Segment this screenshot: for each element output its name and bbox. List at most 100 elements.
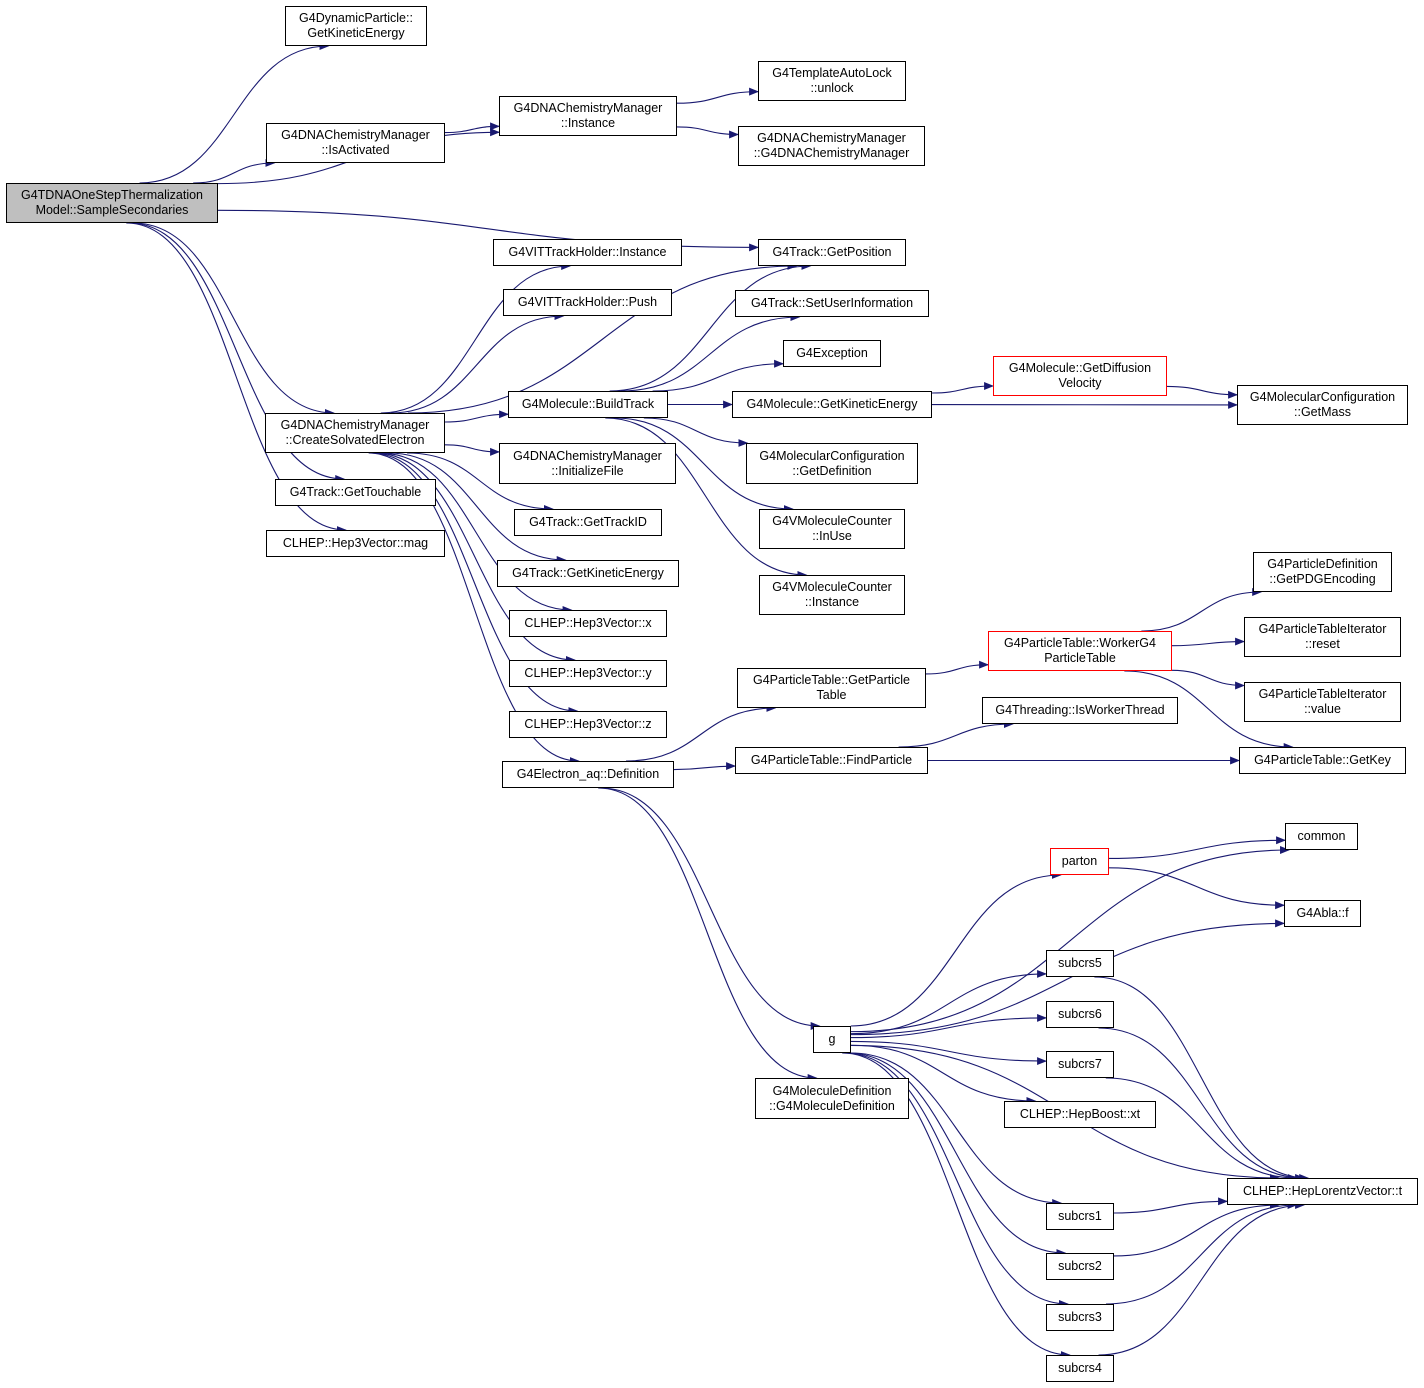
node-label: G4Abla::f (1296, 906, 1349, 920)
node-label: G4DNAChemistryManager (757, 131, 906, 145)
node-dynamicparticle-getkineticenergy[interactable]: G4DynamicParticle::GetKineticEnergy (285, 6, 427, 46)
node-label: ::GetPDGEncoding (1269, 572, 1376, 586)
node-label: G4ParticleDefinition (1267, 557, 1378, 571)
node-label: CLHEP::Hep3Vector::y (524, 666, 652, 680)
node-label: G4ParticleTable::WorkerG4 (1004, 636, 1156, 650)
edge-chem_isactivated-to-chem_instance (444, 122, 500, 134)
node-moleculedefinition-constructor[interactable]: G4MoleculeDefinition::G4MoleculeDefiniti… (755, 1078, 909, 1119)
node-molecularconfiguration-getdefinition[interactable]: G4MolecularConfiguration::GetDefinition (746, 443, 918, 484)
node-g4abla-f[interactable]: G4Abla::f (1284, 900, 1361, 927)
node-label: G4Molecule::GetDiffusion (1008, 361, 1152, 375)
edge-root-to-dyn_ke (139, 42, 330, 184)
node-hep3vector-z[interactable]: CLHEP::Hep3Vector::z (509, 711, 667, 738)
node-chemistrymanager-constructor[interactable]: G4DNAChemistryManager::G4DNAChemistryMan… (738, 126, 925, 166)
node-label: subcrs6 (1058, 1007, 1102, 1021)
node-track-gettrackid[interactable]: G4Track::GetTrackID (514, 509, 662, 536)
node-moleculecounter-inuse[interactable]: G4VMoleculeCounter::InUse (759, 509, 905, 549)
node-g4exception[interactable]: G4Exception (783, 340, 881, 367)
node-particledefinition-getpdgencoding[interactable]: G4ParticleDefinition::GetPDGEncoding (1253, 552, 1392, 592)
node-label: G4VMoleculeCounter (772, 514, 892, 528)
node-label: common (1297, 829, 1346, 843)
node-label: ::InitializeFile (551, 463, 624, 478)
node-label: G4DNAChemistryManager (280, 418, 430, 432)
node-label: CLHEP::HepLorentzVector::t (1242, 1184, 1403, 1198)
edge-mol_buildtrack-to-track_setuserinfo (620, 313, 801, 392)
edge-mol_buildtrack-to-molconf_getdef (643, 417, 749, 447)
edge-mol_buildtrack-to-g4exception (652, 359, 784, 392)
edge-g-to-hepboost_xt (850, 1044, 1037, 1105)
edge-mol_getdiffusion-to-molconf_getmass (1166, 385, 1238, 399)
edge-subcrs3-to-heplorentz_t (1105, 1201, 1298, 1305)
node-templateautolock-unlock[interactable]: G4TemplateAutoLock::unlock (758, 61, 906, 101)
node-heplorentzvector-t[interactable]: CLHEP::HepLorentzVector::t (1227, 1178, 1418, 1205)
node-chemistrymanager-instance[interactable]: G4DNAChemistryManager::Instance (499, 96, 677, 136)
edge-parton-to-g4abla_f (1108, 867, 1285, 910)
node-label: G4DynamicParticle:: (299, 11, 413, 25)
node-subcrs7[interactable]: subcrs7 (1046, 1051, 1114, 1078)
node-label: G4ParticleTable::GetParticle (752, 673, 910, 687)
node-label: G4Track::SetUserInformation (750, 296, 914, 310)
node-track-getkineticenergy[interactable]: G4Track::GetKineticEnergy (497, 560, 679, 587)
node-molecule-buildtrack[interactable]: G4Molecule::BuildTrack (508, 391, 668, 418)
node-track-setuserinformation[interactable]: G4Track::SetUserInformation (735, 290, 929, 317)
node-vittrackholder-push[interactable]: G4VITTrackHolder::Push (503, 289, 672, 316)
node-common[interactable]: common (1285, 823, 1358, 850)
node-molecularconfiguration-getmass[interactable]: G4MolecularConfiguration::GetMass (1237, 385, 1408, 425)
edge-root-to-chem_createsolvated (133, 222, 335, 417)
node-particletable-getkey[interactable]: G4ParticleTable::GetKey (1239, 747, 1406, 774)
node-subcrs4[interactable]: subcrs4 (1046, 1355, 1114, 1382)
node-particletable-findparticle[interactable]: G4ParticleTable::FindParticle (735, 747, 928, 774)
edge-ptable_workerg4-to-pdef_getpdg (1141, 588, 1263, 632)
node-label: G4Track::GetTrackID (529, 515, 647, 529)
node-label: subcrs7 (1058, 1057, 1102, 1071)
node-threading-isworkerthread[interactable]: G4Threading::IsWorkerThread (982, 697, 1178, 724)
node-track-gettouchable[interactable]: G4Track::GetTouchable (275, 479, 436, 506)
node-label: subcrs3 (1058, 1310, 1102, 1324)
node-label: G4Exception (796, 346, 868, 360)
node-moleculecounter-instance[interactable]: G4VMoleculeCounter::Instance (759, 575, 905, 615)
edge-chem_createsolvated-to-mol_buildtrack (444, 410, 509, 423)
node-hepboost-xt[interactable]: CLHEP::HepBoost::xt (1004, 1101, 1156, 1128)
node-subcrs1[interactable]: subcrs1 (1046, 1203, 1114, 1230)
edge-g-to-subcrs2 (846, 1052, 1067, 1257)
edge-electron_aq_def-to-ptable_findparticle (673, 762, 736, 771)
edge-electron_aq_def-to-moldef_ctor (598, 787, 818, 1082)
node-label: subcrs2 (1058, 1259, 1102, 1273)
node-subcrs3[interactable]: subcrs3 (1046, 1304, 1114, 1331)
node-molecule-getkineticenergy[interactable]: G4Molecule::GetKineticEnergy (732, 391, 932, 418)
edge-chem_createsolvated-to-hep3_y (374, 452, 576, 664)
node-label: G4MoleculeDefinition (772, 1083, 892, 1098)
edge-g-to-subcrs6 (850, 1013, 1047, 1039)
node-particletableiterator-reset[interactable]: G4ParticleTableIterator::reset (1244, 617, 1401, 657)
node-label: G4VITTrackHolder::Instance (508, 245, 667, 259)
node-subcrs6[interactable]: subcrs6 (1046, 1001, 1114, 1028)
node-label: parton (1061, 854, 1098, 868)
node-particletableiterator-value[interactable]: G4ParticleTableIterator::value (1244, 682, 1401, 722)
edge-chem_createsolvated-to-vit_instance (380, 262, 572, 414)
node-label: G4MolecularConfiguration (759, 448, 905, 463)
node-parton[interactable]: parton (1050, 848, 1109, 875)
node-g[interactable]: g (813, 1026, 851, 1053)
node-label: CLHEP::Hep3Vector::x (524, 616, 652, 630)
node-track-getposition[interactable]: G4Track::GetPosition (758, 239, 906, 266)
node-hep3vector-y[interactable]: CLHEP::Hep3Vector::y (509, 660, 667, 687)
edge-g-to-subcrs5 (850, 969, 1047, 1035)
node-chemistrymanager-createsolvatedelectron[interactable]: G4DNAChemistryManager::CreateSolvatedEle… (265, 413, 445, 453)
node-vittrackholder-instance[interactable]: G4VITTrackHolder::Instance (493, 239, 682, 266)
edge-subcrs1-to-heplorentz_t (1113, 1197, 1228, 1214)
node-hep3vector-x[interactable]: CLHEP::Hep3Vector::x (509, 610, 667, 637)
edge-g-to-subcrs7 (850, 1040, 1047, 1066)
edge-g-to-common (850, 846, 1290, 1033)
node-chemistrymanager-initializefile[interactable]: G4DNAChemistryManager::InitializeFile (499, 443, 676, 484)
node-label: ::GetMass (1294, 405, 1351, 419)
node-electron-aq-definition[interactable]: G4Electron_aq::Definition (502, 761, 674, 788)
node-chemistrymanager-isactivated[interactable]: G4DNAChemistryManager::IsActivated (266, 123, 445, 163)
node-subcrs5[interactable]: subcrs5 (1046, 950, 1114, 977)
node-subcrs2[interactable]: subcrs2 (1046, 1253, 1114, 1280)
node-hep3vector-mag[interactable]: CLHEP::Hep3Vector::mag (266, 530, 445, 557)
